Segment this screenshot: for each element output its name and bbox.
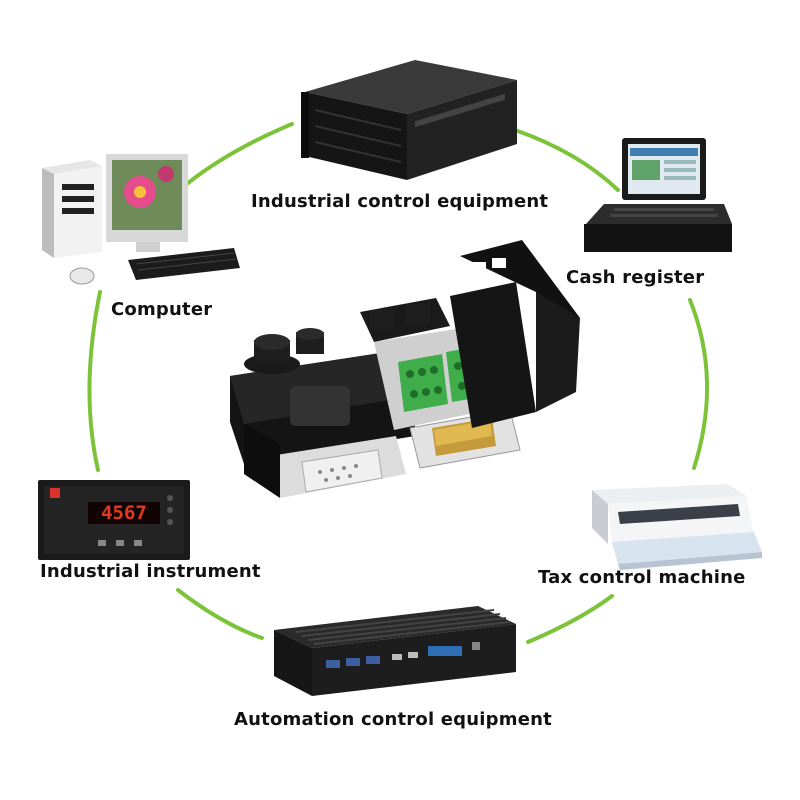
label-industrial-instrument: Industrial instrument	[40, 561, 261, 582]
label-industrial-control-equipment: Industrial control equipment	[251, 191, 549, 212]
desktop-computer-icon	[40, 152, 250, 286]
female-db9-housing	[230, 328, 415, 498]
ring-arc-top-left	[186, 122, 294, 185]
ring-arc-top-right	[513, 128, 620, 192]
fanless-box-pc-icon	[266, 596, 520, 700]
ring-arc-bottom-right	[526, 594, 614, 644]
connector-hood-lid	[450, 240, 580, 428]
ring-arc-bottom-left	[176, 588, 264, 640]
db9-terminal-connector-pair	[210, 236, 590, 536]
meter-readout: 4567	[101, 502, 147, 524]
pos-terminal-icon	[574, 136, 734, 256]
label-computer: Computer	[111, 299, 213, 320]
ring-arc-left	[87, 290, 102, 472]
dot-matrix-printer-icon	[578, 482, 764, 570]
digital-panel-meter-icon: 4567	[36, 478, 196, 564]
ring-arc-right	[688, 298, 709, 470]
rack-server-icon	[295, 52, 525, 182]
label-tax-control-machine: Tax control machine	[538, 567, 746, 588]
label-automation-control-equipment: Automation control equipment	[234, 709, 552, 730]
label-cash-register: Cash register	[566, 267, 705, 288]
